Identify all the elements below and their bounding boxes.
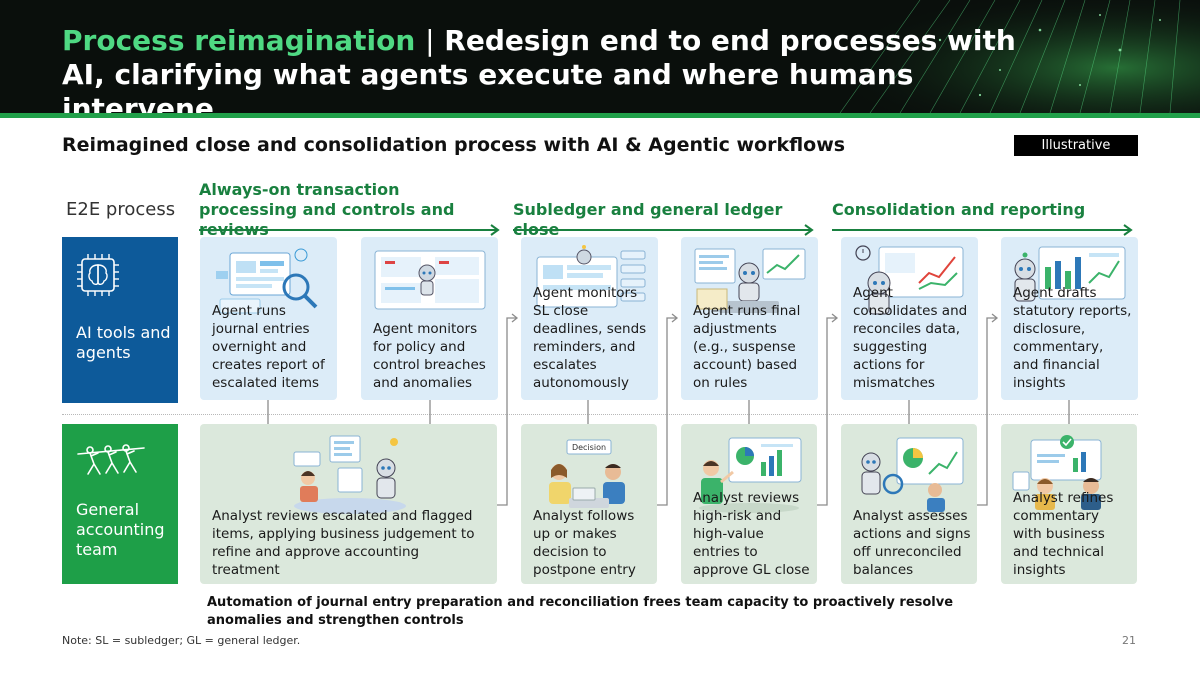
phase-arrow-transaction xyxy=(199,224,500,236)
analysts-commentary-illustration xyxy=(1012,435,1102,510)
team-card-text: Analyst refines commentary with business… xyxy=(1013,490,1114,578)
team-card-text: Analyst follows up or makes decision to … xyxy=(533,508,636,578)
robot-analyst-signoff-illustration xyxy=(861,437,964,512)
ai-card-text: Agent monitors for policy and control br… xyxy=(373,321,486,391)
phase-title-transaction: Always-on transaction processing and con… xyxy=(199,180,455,239)
header-rule xyxy=(0,113,1200,118)
row-divider xyxy=(62,414,1138,415)
analysts-decision-illustration: Decision xyxy=(549,439,625,508)
journal-report-illustration xyxy=(216,248,318,314)
ai-card-text: Agent consolidates and reconciles data, … xyxy=(853,285,968,391)
ai-card-final-adjustments: Agent runs final adjustments (e.g., susp… xyxy=(681,237,818,400)
illustrative-tag: Illustrative xyxy=(1014,135,1138,156)
slide-subtitle: Reimagined close and consolidation proce… xyxy=(62,134,846,156)
ai-card-journal-entries: Agent runs journal entries overnight and… xyxy=(200,237,337,400)
adjustments-robot-illustration xyxy=(694,248,806,313)
consolidation-robot-illustration xyxy=(855,245,964,315)
ai-card-text: Agent runs final adjustments (e.g., susp… xyxy=(693,303,801,391)
header-banner: Process reimagination | Redesign end to … xyxy=(0,0,1200,113)
ai-card-text: Agent drafts statutory reports, disclosu… xyxy=(1013,285,1132,391)
page-number: 21 xyxy=(1122,634,1136,647)
e2e-process-label: E2E process xyxy=(66,199,176,220)
title-rest: Redesign end to end processes with AI, c… xyxy=(62,24,1016,113)
team-card-text: Analyst reviews high-risk and high-value… xyxy=(693,490,810,578)
title-accent: Process reimagination xyxy=(62,24,416,57)
team-card-review-escalated: Analyst reviews escalated and flagged it… xyxy=(200,424,497,584)
team-card-text: Analyst reviews escalated and flagged it… xyxy=(212,508,475,578)
team-card-refine-commentary: Analyst refines commentary with business… xyxy=(1001,424,1137,584)
page-title: Process reimagination | Redesign end to … xyxy=(62,24,1062,113)
data-streams-decoration xyxy=(780,0,1200,113)
key-takeaway: Automation of journal entry preparation … xyxy=(207,595,954,628)
policy-monitor-illustration xyxy=(374,250,486,310)
row-label-accounting-team: General accounting team xyxy=(62,424,178,584)
tug-of-war-icon xyxy=(76,440,146,484)
ai-card-text: Agent runs journal entries overnight and… xyxy=(212,303,325,391)
row-label-ai-text: AI tools and agents xyxy=(76,323,171,362)
team-card-text: Analyst assesses actions and signs off u… xyxy=(853,508,971,578)
brain-chip-icon xyxy=(76,253,120,297)
phase-title-consolidation: Consolidation and reporting xyxy=(832,200,1086,219)
title-separator: | xyxy=(425,24,435,57)
row-label-ai-tools: AI tools and agents xyxy=(62,237,178,403)
analyst-dashboard-illustration xyxy=(699,437,802,513)
team-card-high-risk-review: Analyst reviews high-risk and high-value… xyxy=(681,424,817,584)
ai-card-policy-monitoring: Agent monitors for policy and control br… xyxy=(361,237,498,400)
ai-card-statutory-reports: Agent drafts statutory reports, disclosu… xyxy=(1001,237,1138,400)
deadline-reminder-illustration xyxy=(536,245,646,308)
phase-arrow-consolidation xyxy=(832,224,1133,236)
decision-tag: Decision xyxy=(572,443,606,452)
ai-card-consolidation: Agent consolidates and reconciles data, … xyxy=(841,237,978,400)
team-card-assess-actions: Analyst assesses actions and signs off u… xyxy=(841,424,977,584)
team-card-follow-up: Decision Analyst follows up or makes dec… xyxy=(521,424,657,584)
analyst-robot-review-illustration xyxy=(293,435,406,514)
abbreviation-note: Note: SL = subledger; GL = general ledge… xyxy=(62,634,301,647)
ai-card-sl-deadlines: Agent monitors SL close deadlines, sends… xyxy=(521,237,658,400)
ai-card-text: Agent monitors SL close deadlines, sends… xyxy=(533,285,647,391)
phase-arrow-ledger-close xyxy=(513,224,814,236)
reporting-robot-illustration xyxy=(1014,246,1126,302)
row-label-team-text: General accounting team xyxy=(76,500,165,559)
